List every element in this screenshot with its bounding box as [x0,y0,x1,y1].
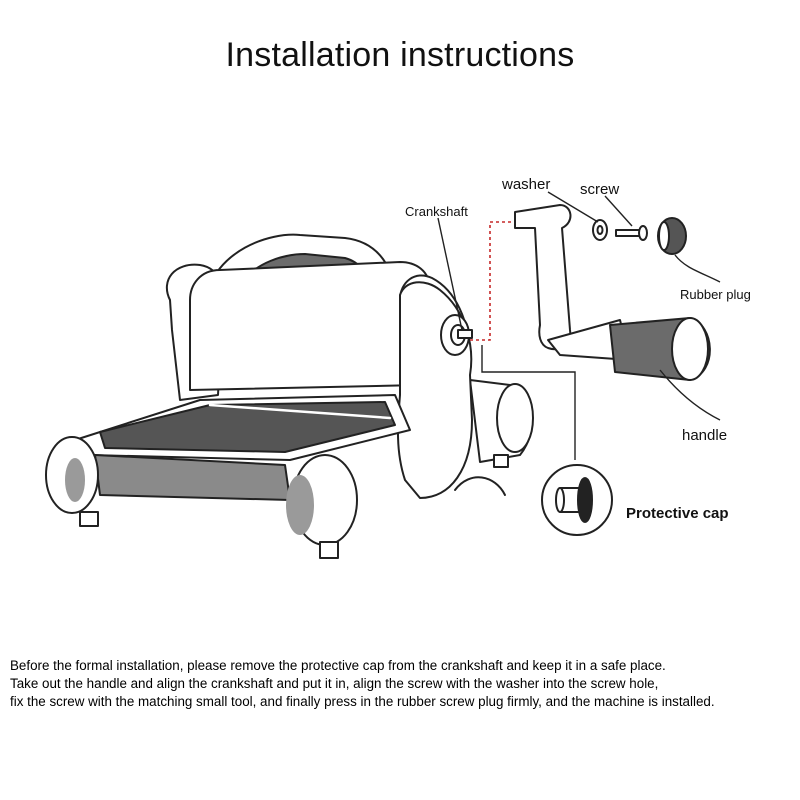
screw-part [615,225,648,241]
machine-diagram: Crankshaft washer screw Rubber plug hand… [45,176,751,559]
alignment-dashed-line [470,221,512,341]
leader-handle [659,369,721,421]
machine-cutting-plate [74,394,411,501]
leader-protective-cap [481,345,576,460]
leader-crankshaft [437,217,463,331]
instruction-line: Before the formal installation, please r… [10,658,666,673]
leader-rubber-plug [674,254,721,283]
label-screw: screw [580,181,619,198]
label-crankshaft: Crankshaft [405,204,468,219]
machine-rear-roller [469,379,534,468]
crankshaft-hub [440,314,473,356]
leader-screw [604,195,633,227]
page-title: Installation instructions [225,36,575,74]
leader-washer [547,191,599,223]
label-washer: washer [501,176,550,193]
leader-lines [437,191,721,460]
instruction-line: Take out the handle and align the cranks… [10,676,659,691]
washer-part [592,219,608,241]
rubber-plug-part [657,217,687,255]
label-handle: handle [682,427,727,444]
machine-front-rollers [45,436,358,559]
label-protective-cap: Protective cap [626,505,729,522]
crank-handle [514,204,711,381]
label-rubber-plug: Rubber plug [680,287,751,302]
machine-body [165,261,506,499]
instructions-text: Before the formal installation, please r… [10,657,795,711]
instruction-line: fix the screw with the matching small to… [10,694,715,709]
protective-cap-inset [541,464,613,536]
